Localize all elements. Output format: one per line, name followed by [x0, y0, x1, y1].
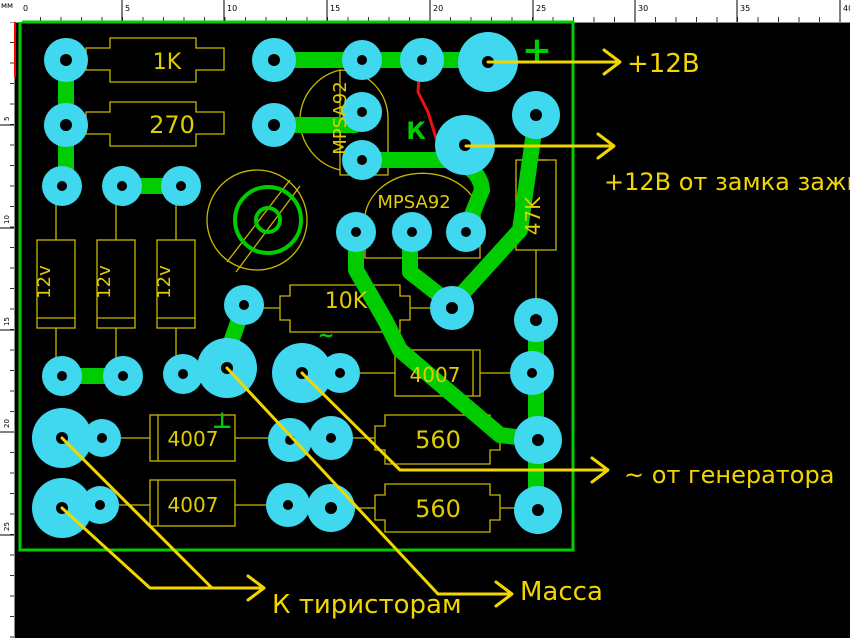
resistor-1k-outline	[85, 37, 225, 83]
ruler-left-tick-label: 10	[3, 215, 11, 224]
k-marker: К	[406, 117, 426, 145]
ruler-left-tick-label: 20	[3, 419, 11, 428]
resistor-270-outline	[85, 101, 225, 147]
label-to-thyristors: К тиристорам	[272, 590, 462, 620]
ruler-left-tick-label: 25	[3, 522, 11, 531]
label-ground: Масса	[520, 577, 603, 607]
label-4007-c: 4007	[410, 363, 461, 387]
ruler-top-tick-label: 15	[330, 4, 340, 13]
plus-marker: +	[522, 30, 552, 71]
ruler-red-marker	[14, 22, 16, 77]
label-12v-1: 12v	[34, 265, 55, 299]
green-markers: + К ⊥ ~	[212, 30, 552, 434]
label-12v-3: 12v	[154, 265, 175, 299]
label-47k: 47K	[521, 196, 545, 235]
ruler-left-tick-label: 5	[3, 117, 11, 121]
ruler-left-tick-label: 15	[3, 317, 11, 326]
label-4007-b: 4007	[168, 493, 219, 517]
label-plus12-ignition: +12В от замка зажиг	[604, 168, 850, 196]
label-plus12: +12В	[627, 49, 700, 79]
ground-marker: ⊥	[212, 409, 232, 434]
ruler-top-tick-label: 40	[843, 4, 850, 13]
ruler-top-tick-label: 30	[638, 4, 648, 13]
left-ruler	[0, 0, 15, 638]
ruler-unit: мм	[0, 0, 22, 22]
ruler-top-tick-label: 5	[125, 4, 130, 13]
label-270: 270	[149, 111, 195, 139]
trimmer-outline	[206, 169, 308, 271]
resistor-560b-outline	[374, 483, 501, 533]
component-labels: 1K 270 10K 560 560 4007 4007 4007 MPSA92…	[34, 50, 545, 523]
annotation-labels: +12В +12В от замка зажиг ~ от генератора…	[272, 49, 850, 620]
label-mpsa92-q1: MPSA92	[330, 81, 351, 154]
label-4007-a: 4007	[168, 427, 219, 451]
ruler-top-tick-label: 10	[227, 4, 237, 13]
label-560-a: 560	[415, 426, 461, 454]
ruler-top-tick-label: 25	[536, 4, 546, 13]
label-mpsa92-q2: MPSA92	[377, 192, 450, 213]
ruler-top-tick-label: 0	[23, 4, 28, 13]
ruler-top-tick-label: 20	[433, 4, 443, 13]
trimmer-center	[233, 185, 303, 255]
label-12v-2: 12v	[94, 265, 115, 299]
pad-holes	[56, 54, 544, 516]
label-1k: 1K	[153, 50, 182, 75]
annotation-arrows	[60, 48, 622, 608]
ruler-top-tick-label: 35	[740, 4, 750, 13]
label-10k: 10K	[325, 289, 368, 314]
diode-2-outline	[149, 479, 236, 527]
label-ac-generator: ~ от генератора	[624, 461, 834, 489]
ac-marker: ~	[318, 323, 335, 347]
ruler-unit-label: мм	[1, 1, 14, 10]
resistor-10k-outline	[279, 284, 411, 333]
board-outline	[18, 20, 575, 552]
label-560-b: 560	[415, 495, 461, 523]
